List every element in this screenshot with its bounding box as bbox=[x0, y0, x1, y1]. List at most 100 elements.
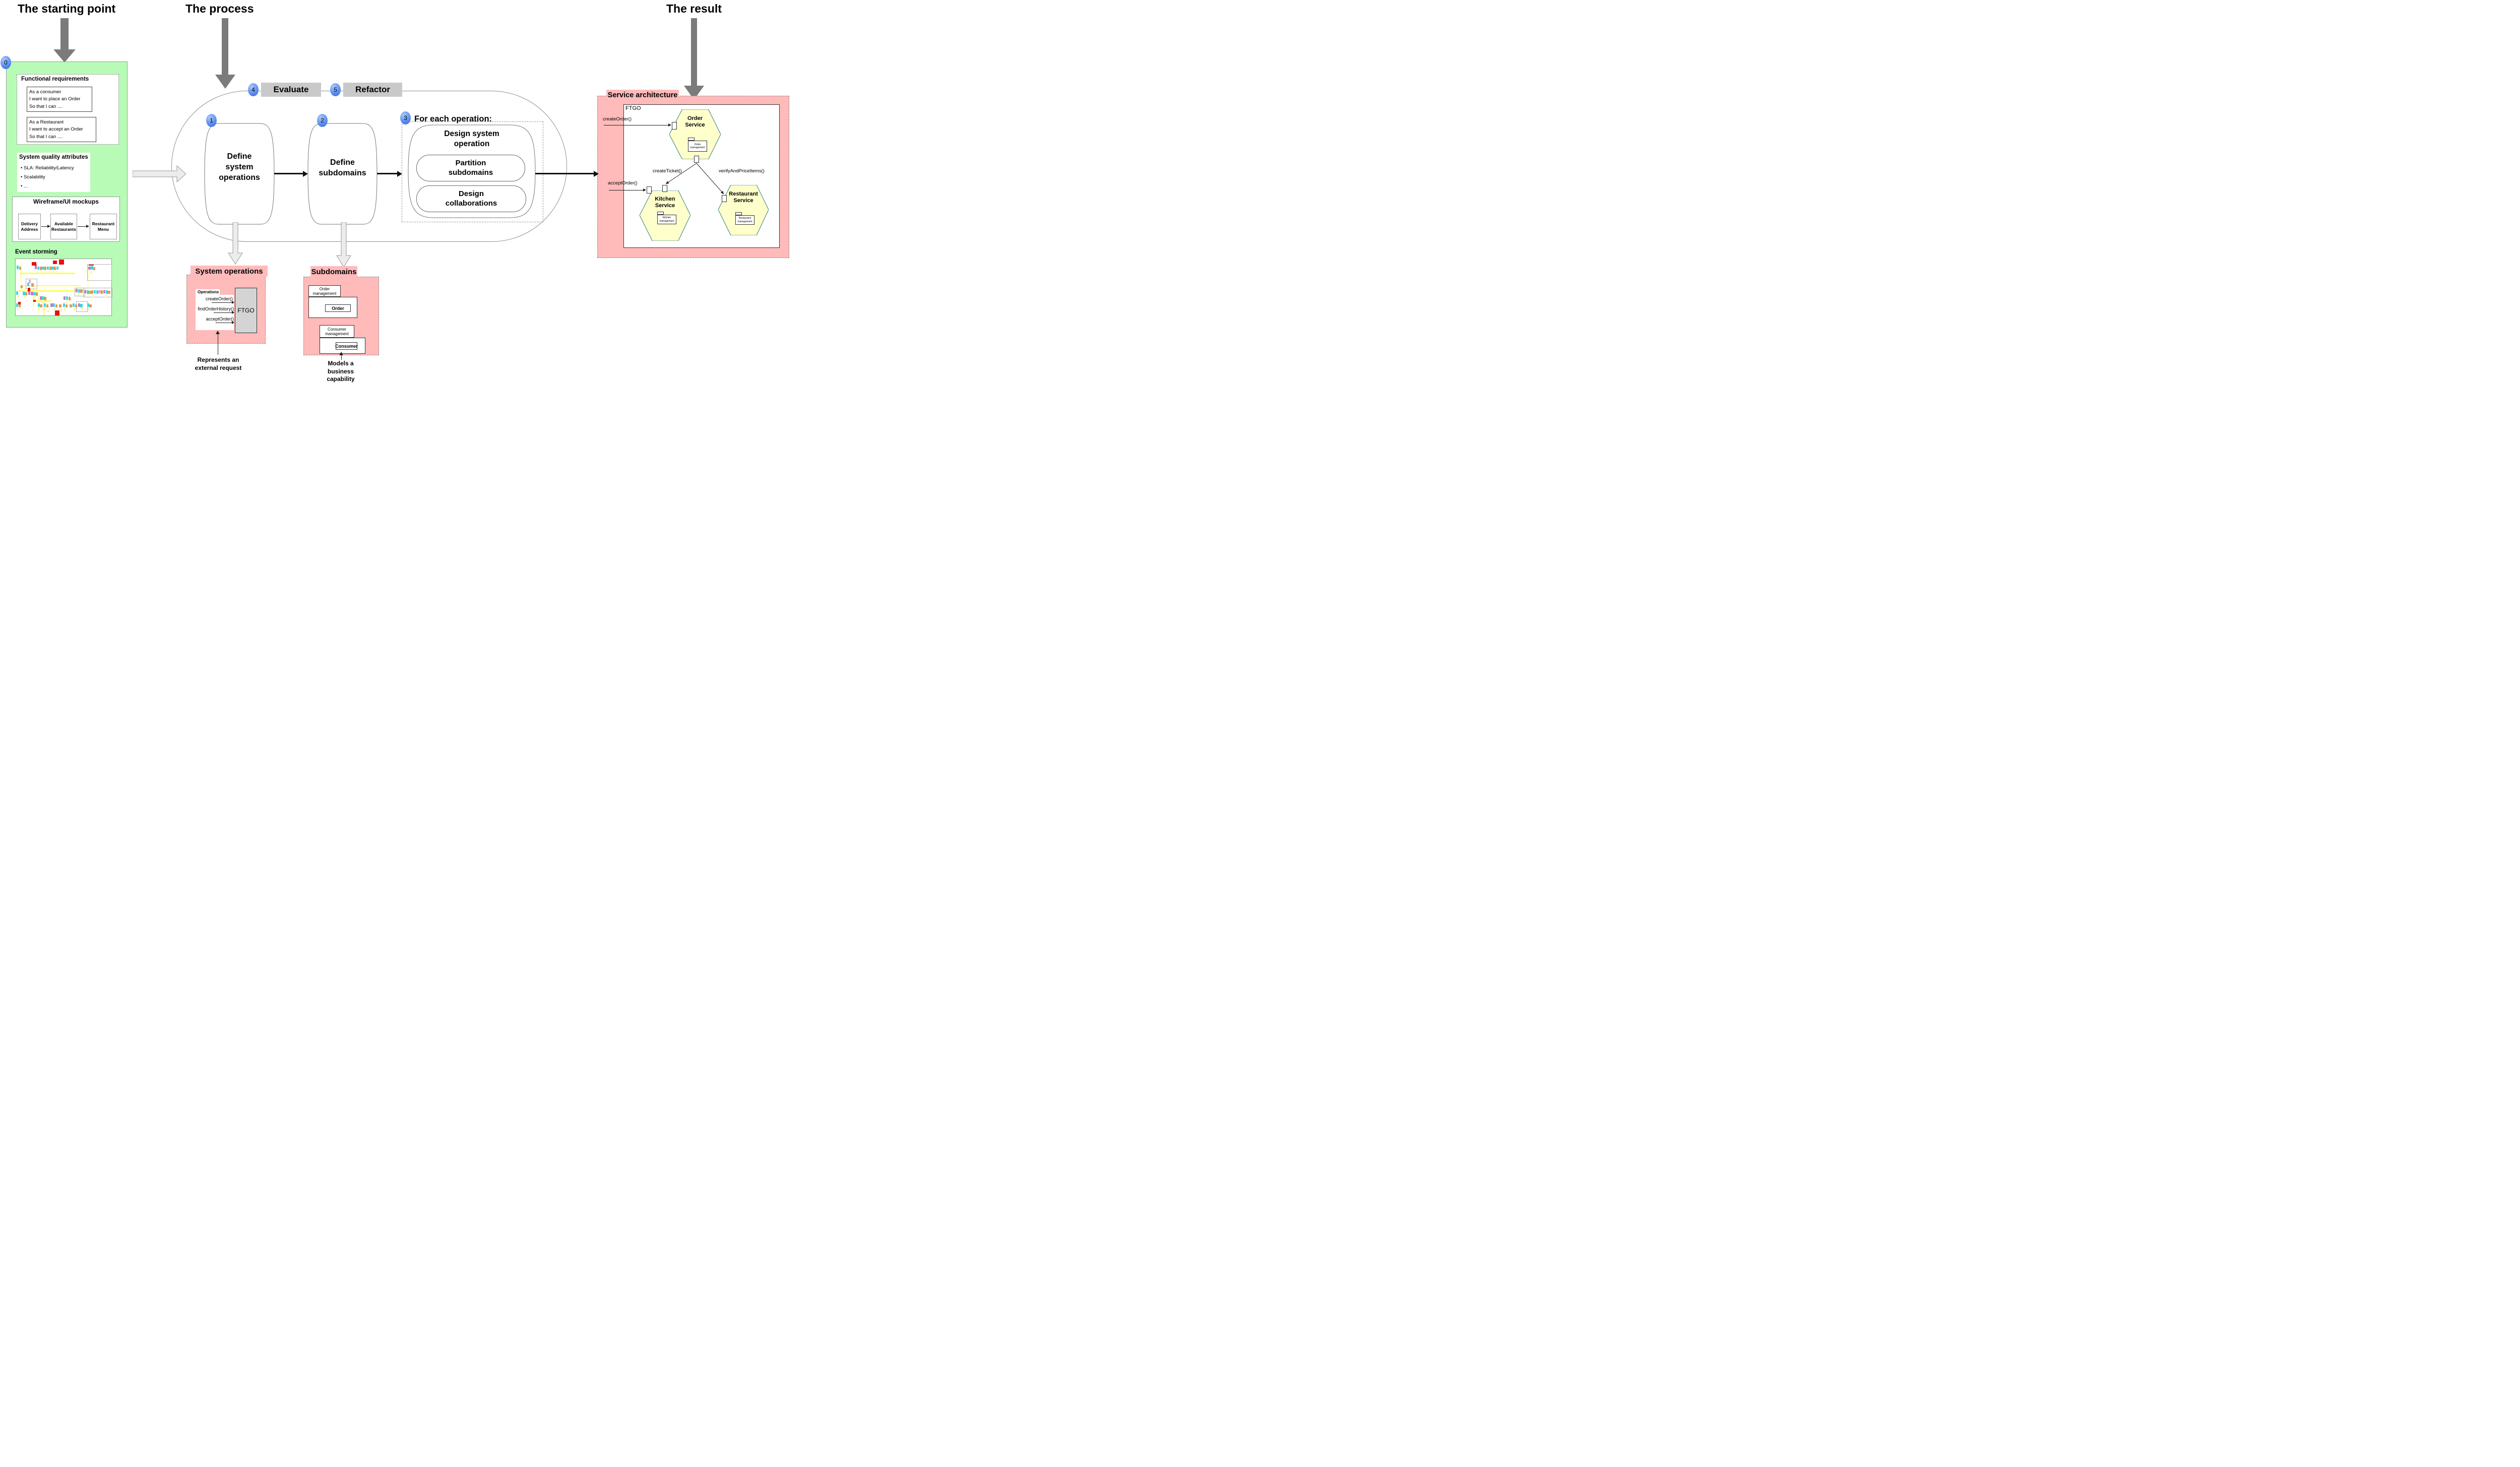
sticky-note bbox=[103, 290, 106, 294]
sticky-note bbox=[68, 297, 71, 300]
sticky-note bbox=[40, 271, 42, 274]
sticky-note bbox=[56, 266, 59, 270]
sticky-note bbox=[52, 271, 54, 274]
wireframe-flow-arrow-2-icon bbox=[86, 224, 89, 228]
sticky-note bbox=[78, 303, 80, 307]
sticky-note bbox=[90, 271, 92, 274]
wireframe-flow-line-2 bbox=[78, 226, 87, 227]
design-collaborations-label: Design collaborations bbox=[416, 185, 526, 212]
sticky-note bbox=[37, 293, 39, 313]
business-capability-line bbox=[341, 355, 342, 360]
verify-and-price-items-call-label: verifyAndPriceItems() bbox=[719, 168, 765, 174]
result-arrow-icon bbox=[684, 18, 704, 100]
sticky-note bbox=[28, 291, 31, 295]
sticky-note bbox=[23, 291, 25, 295]
sticky-note bbox=[37, 266, 40, 270]
ftgo-context-label: FTGO bbox=[625, 105, 641, 111]
sticky-note bbox=[33, 299, 36, 302]
order-service-name: Order Service bbox=[685, 115, 705, 129]
refactor-label: Refactor bbox=[343, 83, 402, 97]
sticky-note bbox=[50, 303, 53, 307]
sticky-note bbox=[75, 304, 78, 308]
service-architecture-title: Service architecture bbox=[606, 90, 679, 101]
sticky-note bbox=[93, 290, 96, 294]
order-entity: Order bbox=[325, 304, 351, 312]
order-service-port-bottom bbox=[694, 156, 699, 163]
step-badge-1: 1 bbox=[206, 114, 217, 127]
sticky-note bbox=[46, 304, 49, 308]
accept-order-call-label: acceptOrder() bbox=[608, 180, 638, 186]
kitchen-mgmt-component: Kitchen management bbox=[657, 215, 676, 224]
sticky-note bbox=[75, 289, 78, 293]
process-title: The process bbox=[185, 2, 254, 15]
sticky-note bbox=[51, 266, 54, 270]
flow-arrow-1-line bbox=[274, 173, 303, 174]
step-badge-4: 4 bbox=[248, 83, 259, 96]
operation-create-order-arrow-icon bbox=[232, 300, 234, 304]
restaurant-mgmt-component-tab bbox=[735, 212, 742, 215]
sticky-note bbox=[44, 297, 47, 300]
sticky-note bbox=[34, 296, 36, 299]
step-badge-2: 2 bbox=[317, 114, 328, 127]
sticky-note bbox=[16, 303, 19, 307]
sticky-note bbox=[53, 261, 57, 265]
sticky-note bbox=[88, 266, 91, 270]
system-operations-title: System operations bbox=[191, 266, 268, 277]
flow-arrow-2-line bbox=[377, 173, 398, 174]
sticky-note bbox=[80, 304, 83, 307]
quality-attributes-box bbox=[17, 153, 90, 192]
event-storming-board bbox=[15, 259, 112, 316]
flow-arrow-3-line bbox=[535, 173, 594, 174]
sticky-note bbox=[37, 303, 40, 307]
wireframe-screen-menu: Restaurant Menu bbox=[90, 214, 117, 239]
sticky-note bbox=[46, 266, 49, 270]
sticky-note bbox=[64, 296, 66, 300]
define-subdomains-label: Define subdomains bbox=[319, 158, 366, 178]
quality-attr-sla: • SLA: Reliability/Latency bbox=[21, 165, 74, 171]
sticky-note bbox=[18, 302, 21, 304]
sticky-note bbox=[35, 292, 38, 296]
sticky-note bbox=[59, 259, 64, 265]
sticky-note bbox=[77, 293, 79, 296]
sticky-note bbox=[47, 309, 49, 312]
sticky-note bbox=[54, 267, 56, 270]
sticky-note bbox=[92, 294, 94, 297]
sticky-note bbox=[38, 308, 40, 311]
create-ticket-call-label: createTicket() bbox=[653, 168, 682, 174]
sticky-note bbox=[27, 283, 30, 286]
partition-subdomains-label: Partition subdomains bbox=[416, 155, 525, 181]
sticky-note bbox=[44, 303, 46, 307]
sticky-note bbox=[24, 295, 26, 298]
for-each-operation-title: For each operation: bbox=[414, 114, 492, 123]
operations-panel-label: Operations bbox=[198, 290, 219, 294]
sticky-note bbox=[59, 304, 61, 308]
sticky-note bbox=[96, 290, 98, 294]
sticky-note bbox=[55, 304, 58, 308]
quality-attr-scalability: • Scalability bbox=[21, 174, 45, 180]
sticky-note bbox=[53, 303, 55, 307]
sticky-note bbox=[19, 266, 21, 270]
sticky-note bbox=[84, 290, 87, 294]
operations-folder-tab bbox=[196, 289, 220, 295]
sticky-note bbox=[20, 285, 23, 289]
sticky-note bbox=[19, 272, 75, 275]
sticky-note bbox=[64, 308, 66, 311]
consumer-entity: Consumer bbox=[335, 342, 358, 350]
sticky-note bbox=[35, 266, 37, 270]
external-request-arrow-icon bbox=[216, 331, 220, 334]
sticky-note bbox=[65, 300, 68, 303]
sticky-note bbox=[101, 290, 103, 294]
sticky-note bbox=[70, 304, 72, 308]
operation-accept-order: acceptOrder() bbox=[206, 316, 234, 322]
operation-create-order: createOrder() bbox=[205, 296, 233, 301]
kitchen-service-port-left bbox=[647, 186, 652, 194]
sticky-note bbox=[104, 294, 107, 297]
accept-order-call-arrow-icon bbox=[643, 188, 646, 192]
sticky-note bbox=[81, 308, 83, 311]
process-arrow-icon bbox=[215, 18, 235, 89]
restaurant-service-name: Restaurant Service bbox=[729, 191, 758, 204]
sticky-note bbox=[73, 308, 76, 311]
quality-attributes-title: System quality attributes bbox=[19, 154, 88, 160]
restaurant-service-port-left bbox=[722, 195, 727, 202]
sticky-note bbox=[33, 288, 34, 307]
